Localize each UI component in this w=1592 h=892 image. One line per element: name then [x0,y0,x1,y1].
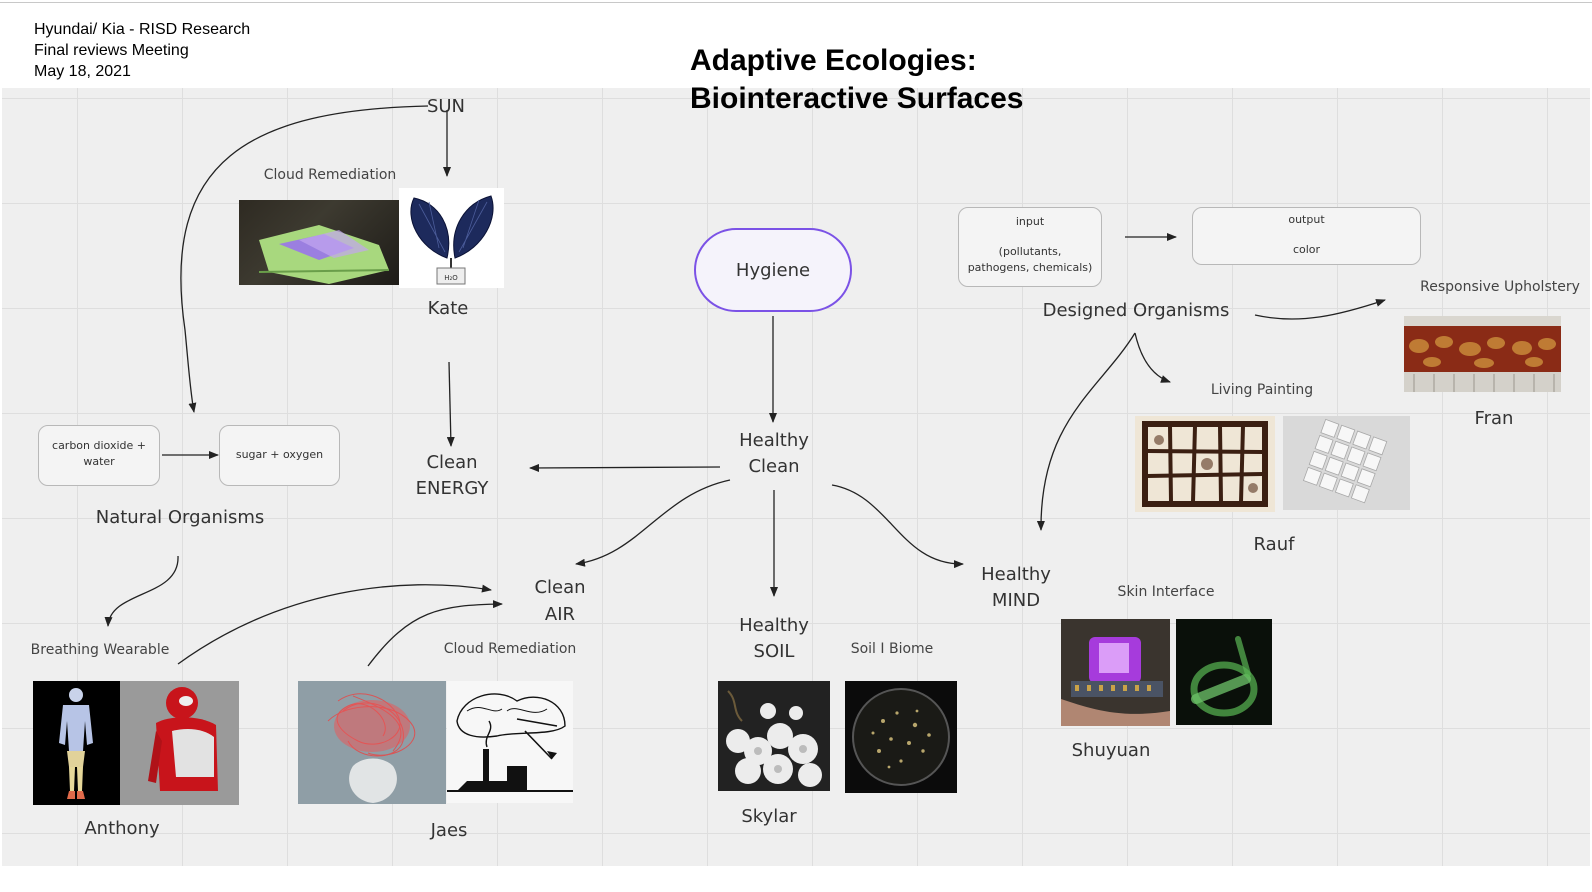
hygiene-text: Hygiene [735,259,811,281]
arrow-kate-to-energy [446,361,455,447]
arrow-designed-to-mind [1036,332,1136,531]
breathing-wearable-suit-image [120,681,239,805]
label-living-painting: Living Painting [1210,382,1314,398]
node-healthy-clean-line1: Healthy [739,430,809,451]
meeting-org: Hyundai/ Kia - RISD Research [34,21,251,38]
soil-flowers-image [718,681,830,791]
label-cloud-remediation-top: Cloud Remediation [263,167,397,183]
page-title-line1: Adaptive Ecologies: [690,44,977,77]
label-anthony: Anthony [84,818,160,839]
top-divider [0,2,1592,3]
node-sun: SUN [426,96,466,117]
arrow-designed-to-living [1134,332,1171,383]
responsive-upholstery-image [1404,316,1561,392]
input-box-title: input [1015,215,1045,228]
skin-interface-green-image [1176,619,1272,725]
arrow-jaes-to-air [367,600,503,667]
node-healthy-soil-line2: SOIL [753,641,795,662]
label-soil-biome: Soil I Biome [850,641,934,657]
output-box-color: color [1292,243,1321,256]
node-healthy-clean-line2: Clean [748,456,800,477]
output-box-title: output [1288,213,1325,226]
label-shuyuan: Shuyuan [1071,740,1151,761]
arrow-wearable-to-air [177,584,492,665]
node-clean-air-line2: AIR [544,604,576,625]
label-fran: Fran [1474,408,1514,429]
input-box-line3: pathogens, chemicals) [967,261,1093,274]
label-responsive-upholstery: Responsive Upholstery [1420,279,1580,295]
carbon-dioxide-box: carbon dioxide + water [38,425,160,486]
page-title-line2: Biointeractive Surfaces [690,82,1024,115]
meeting-name: Final reviews Meeting [34,42,189,59]
cloud-remediation-sketch-image [447,681,573,803]
skin-interface-purple-image [1061,619,1170,726]
label-natural-organisms: Natural Organisms [95,507,265,528]
node-clean-energy-line2: ENERGY [415,478,489,499]
label-rauf: Rauf [1253,534,1295,555]
node-clean-energy-line1: Clean [426,452,478,473]
label-cloud-remediation-bottom: Cloud Remediation [443,641,577,657]
label-designed-organisms: Designed Organisms [1042,300,1230,321]
arrow-designed-to-upholstery [1254,299,1386,320]
h2o-label: H₂O [444,274,458,282]
label-jaes: Jaes [430,820,468,841]
arrow-healthy-to-mind [831,484,964,569]
node-clean-air-line1: Clean [534,577,586,598]
input-box-line2: (pollutants, [998,245,1062,258]
arrow-sun-to-sugar [180,105,429,413]
output-box: output color [1192,207,1421,265]
sugar-oxygen-box: sugar + oxygen [219,425,340,486]
node-healthy-soil-line1: Healthy [739,615,809,636]
cloud-remediation-particles-image [298,681,446,804]
carbon-box-line2: water [83,455,115,468]
living-painting-lattice-image [1283,416,1410,510]
breathing-wearable-figure-image [33,681,120,805]
carbon-box-line1: carbon dioxide + [52,439,146,452]
cloud-remediation-terrain-image [239,200,399,285]
solar-leaf-image: H₂O [399,188,504,288]
node-healthy-mind-line1: Healthy [981,564,1051,585]
sugar-box-text: sugar + oxygen [235,448,324,461]
arrow-healthy-to-air [575,479,731,567]
label-breathing-wearable: Breathing Wearable [30,642,170,658]
arrow-healthy-to-energy [529,463,721,472]
living-painting-image [1135,416,1275,512]
meeting-date: May 18, 2021 [34,63,131,80]
label-skin-interface: Skin Interface [1117,584,1215,600]
arrow-natural-to-wearable [104,555,179,627]
node-healthy-mind-line2: MIND [991,590,1041,611]
label-kate: Kate [427,298,469,319]
node-hygiene: Hygiene [694,228,852,312]
input-box: input (pollutants, pathogens, chemicals) [958,207,1102,287]
label-skylar: Skylar [741,806,797,827]
soil-biome-petri-image [845,681,957,793]
